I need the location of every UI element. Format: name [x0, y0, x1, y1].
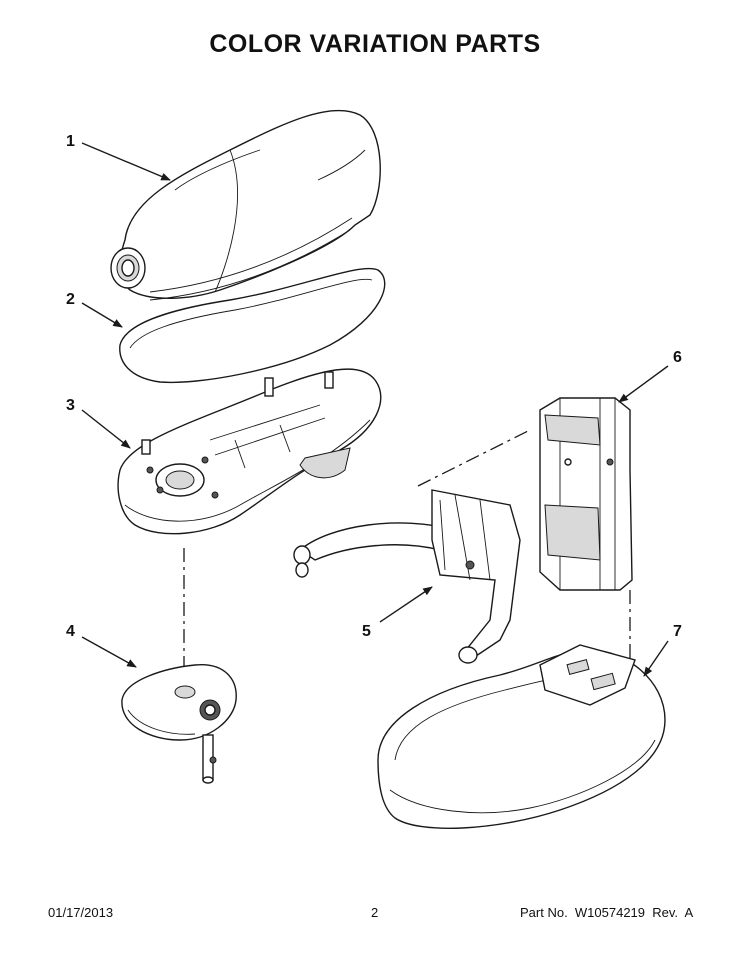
callout-7: 7 [643, 623, 682, 677]
footer-part-number: Part No. W10574219 Rev. A [520, 905, 694, 920]
part-3-lower-housing [117, 368, 382, 535]
part-7-base [377, 644, 666, 829]
svg-text:5: 5 [362, 623, 371, 640]
svg-text:6: 6 [673, 349, 682, 366]
callout-3: 3 [66, 397, 131, 449]
alignment-line-5-6 [417, 429, 531, 487]
callout-6: 6 [618, 349, 682, 403]
footer-date: 01/17/2013 [48, 905, 114, 920]
part-6-column-housing [539, 397, 633, 591]
svg-text:4: 4 [66, 623, 75, 640]
callout-1: 1 [66, 133, 171, 181]
callout-2: 2 [66, 291, 123, 328]
svg-text:1: 1 [66, 133, 75, 150]
callout-4: 4 [66, 623, 137, 668]
page-title: COLOR VARIATION PARTS [209, 30, 541, 58]
footer-page-number: 2 [371, 905, 379, 920]
svg-text:7: 7 [673, 623, 682, 640]
part-2-trim-band [119, 267, 386, 384]
part-4-gear-plate [121, 664, 237, 784]
svg-text:3: 3 [66, 397, 75, 414]
part-5-column-bracket [293, 489, 521, 664]
svg-text:2: 2 [66, 291, 75, 308]
callout-5: 5 [362, 586, 433, 640]
part-1-motor-housing [110, 109, 381, 301]
